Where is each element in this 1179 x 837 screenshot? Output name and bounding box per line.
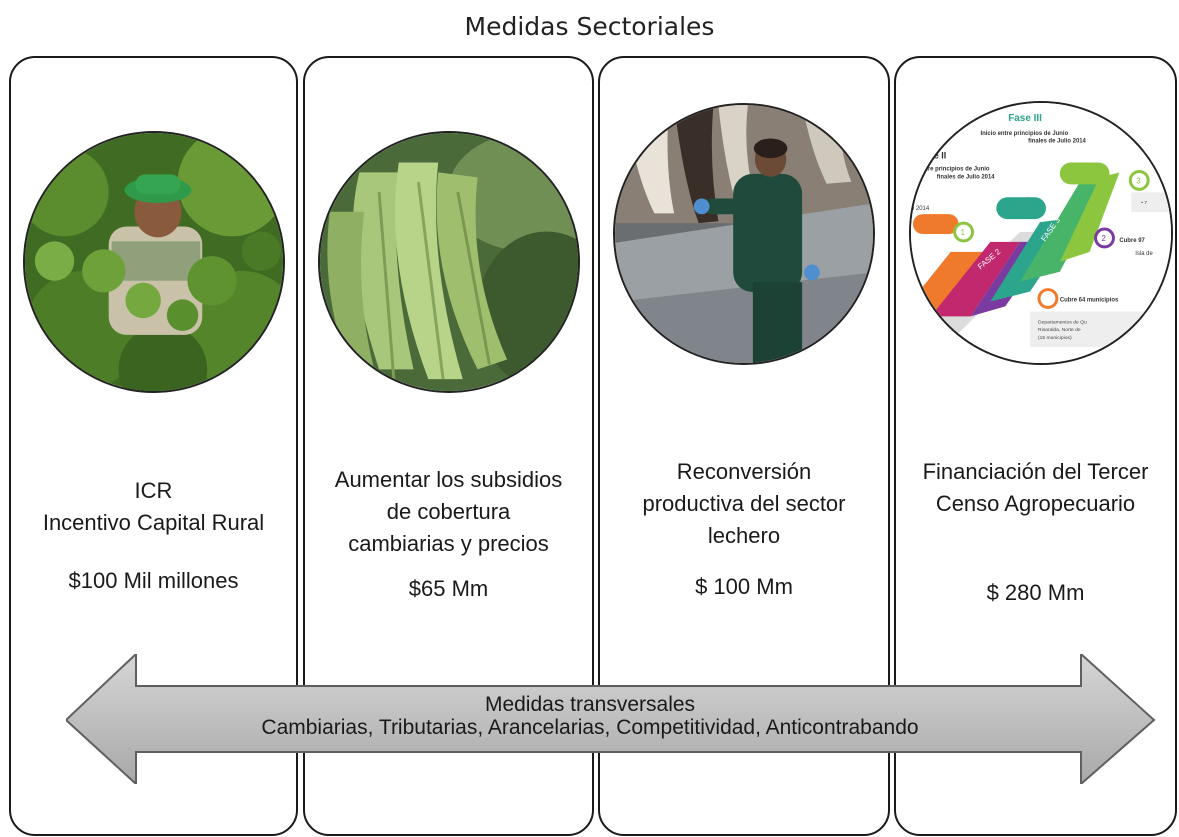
farmer-photo — [23, 131, 285, 393]
cubre64-label: Cubre 64 municipios — [1060, 297, 1119, 303]
card-amount: $100 Mil millones — [68, 568, 239, 593]
arrow-text-line2: Cambiarias, Tributarias, Arancelarias, C… — [261, 716, 919, 739]
card-line: Aumentar los subsidios — [334, 467, 563, 492]
fase2-sub2: finales de Julio 2014 — [937, 174, 995, 180]
card-amount: $ 100 Mm — [695, 574, 793, 599]
card-lechero-text: Reconversión productiva del sector leche… — [600, 456, 888, 552]
fase3-title: Fase III — [1008, 113, 1042, 124]
fase2-sub1: entre principios de Junio — [919, 166, 990, 172]
census-phases-infographic: Fase III Inicio entre principios de Juni… — [909, 101, 1173, 365]
dept-line2: Risaralda, Norte de — [1038, 327, 1081, 333]
card-icr-text: ICR Incentivo Capital Rural — [11, 475, 296, 539]
fase3-sub2: finales de Julio 2014 — [1028, 139, 1086, 145]
card-line: lechero — [707, 523, 781, 548]
num3-label: 3 — [1136, 176, 1141, 185]
card-censo-text: Financiación del Tercer Censo Agropecuar… — [896, 456, 1175, 520]
double-arrow-icon — [66, 654, 1156, 784]
num1-label: 1 — [961, 228, 966, 237]
num2-label: 2 — [1102, 234, 1106, 243]
card-lechero: Reconversión productiva del sector leche… — [598, 56, 890, 836]
dept-line3: (15 municipios) — [1038, 335, 1072, 341]
card-line: productiva del sector — [642, 491, 846, 516]
card-subsidios-text: Aumentar los subsidios de cobertura camb… — [305, 464, 592, 560]
card-icr: ICR Incentivo Capital Rural $100 Mil mil… — [9, 56, 298, 836]
card-line: cambiarias y precios — [348, 531, 549, 556]
isla-label: Isla de — [1135, 251, 1153, 257]
card-line: Censo Agropecuario — [935, 491, 1136, 516]
card-line: Reconversión — [676, 459, 812, 484]
cubre97-label: Cubre 97 — [1119, 238, 1145, 244]
dairy-milking-photo — [613, 103, 875, 365]
arrow-text-line1: Medidas transversales — [484, 693, 696, 716]
card-line: ICR — [134, 478, 173, 503]
dept-line1: Departamentos de Qu — [1038, 319, 1087, 325]
card-amount: $ 280 Mm — [986, 580, 1085, 605]
card-line: de cobertura — [386, 499, 511, 524]
left-date: o 2014 — [911, 206, 930, 212]
page-title: Medidas Sectoriales — [464, 12, 715, 41]
card-line: Financiación del Tercer — [922, 459, 1149, 484]
fase3-sub1: Inicio entre principios de Junio — [980, 131, 1068, 137]
bananas-photo — [318, 131, 580, 393]
card-amount: $65 Mm — [408, 576, 489, 601]
card-line: Incentivo Capital Rural — [42, 510, 265, 535]
bullet-label: • 7 — [1141, 200, 1147, 206]
fase2-title: se II — [929, 151, 946, 161]
